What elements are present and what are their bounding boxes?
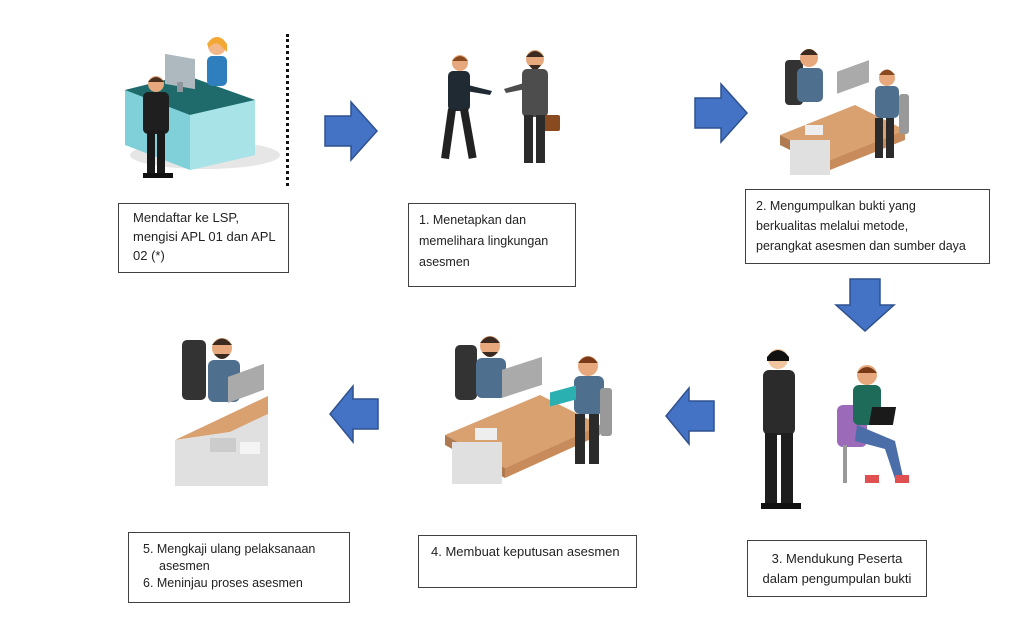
arrow-down-icon xyxy=(834,278,896,333)
arrow-right-icon xyxy=(324,100,379,162)
candidate-support-illustration xyxy=(761,349,909,509)
step5-line: 5. Mengkaji ulang pelaksanaan xyxy=(143,542,316,556)
step56-box: 5. Mengkaji ulang pelaksanaan asesmen 6.… xyxy=(128,532,350,603)
step4-box: 4. Membuat keputusan asesmen xyxy=(418,535,637,588)
arrow-left-icon xyxy=(329,384,379,444)
registration-desk-illustration xyxy=(125,37,280,178)
step2-line: berkualitas melalui metode, xyxy=(756,219,909,233)
registration-line: mengisi APL 01 dan APL xyxy=(133,229,276,244)
registration-line: Mendaftar ke LSP, xyxy=(133,210,239,225)
step3-line: 3. Mendukung Peserta xyxy=(771,551,903,566)
step2-line: perangkat asesmen dan sumber daya xyxy=(756,239,966,253)
step1-line: asesmen xyxy=(419,255,470,269)
assessment-review-illustration xyxy=(175,338,268,486)
two-men-meeting-illustration xyxy=(441,50,560,163)
step1-line: memelihara lingkungan xyxy=(419,234,549,248)
step4-line: 4. Membuat keputusan asesmen xyxy=(431,544,620,559)
assessment-decision-illustration xyxy=(445,336,612,484)
step1-box: 1. Menetapkan dan memelihara lingkungan … xyxy=(408,203,576,287)
arrow-left-icon xyxy=(665,386,715,446)
step3-box: 3. Mendukung Peserta dalam pengumpulan b… xyxy=(747,540,927,597)
registration-box: Mendaftar ke LSP, mengisi APL 01 dan APL… xyxy=(118,203,289,273)
step6-line: 6. Meninjau proses asesmen xyxy=(143,576,303,590)
divider-dotted-line xyxy=(286,34,289,186)
step3-line: dalam pengumpulan bukti xyxy=(762,571,912,586)
assessor-interview-illustration xyxy=(780,49,909,175)
registration-line: 02 (*) xyxy=(133,248,165,263)
step2-line: 2. Mengumpulkan bukti yang xyxy=(756,199,916,213)
arrow-right-icon xyxy=(694,82,749,144)
step5-line: asesmen xyxy=(159,559,210,573)
step1-line: 1. Menetapkan dan xyxy=(419,213,527,227)
step2-box: 2. Mengumpulkan bukti yang berkualitas m… xyxy=(745,189,990,264)
